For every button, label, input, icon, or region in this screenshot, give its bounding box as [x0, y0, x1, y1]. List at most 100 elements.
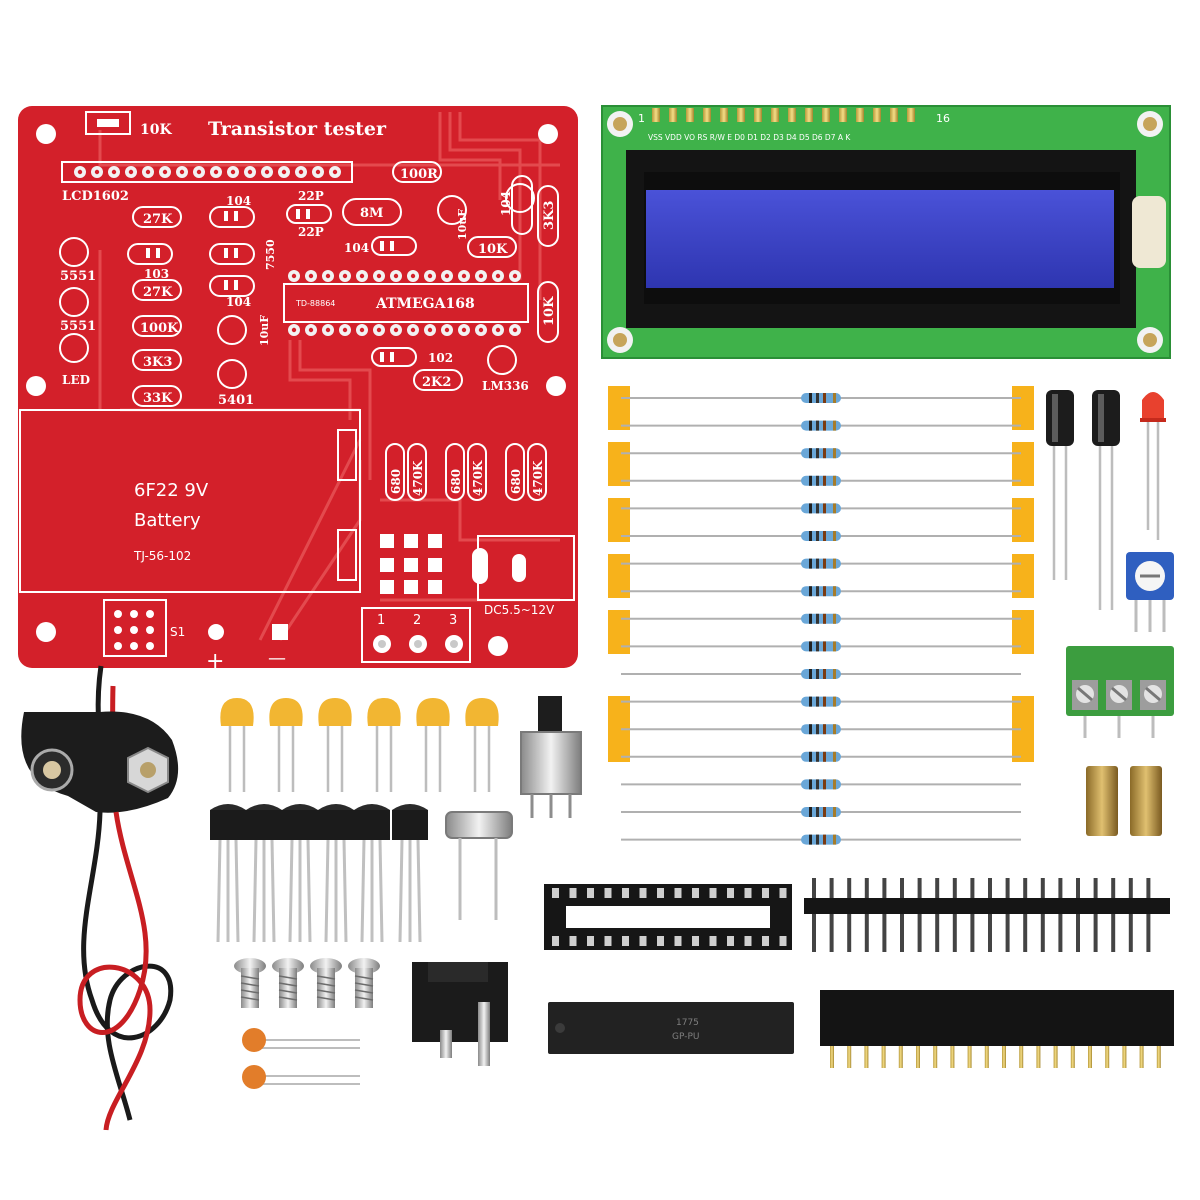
header-pin [1139, 1046, 1144, 1068]
resistor [620, 833, 1022, 846]
header-pin [952, 878, 957, 952]
transistor [352, 802, 392, 944]
header-pin [847, 878, 852, 952]
lcd-header-pin [703, 108, 711, 122]
ceramic-capacitor [268, 696, 304, 794]
header-pin [847, 1046, 852, 1068]
pcb-pad [305, 270, 317, 282]
pcb-pad [244, 166, 256, 178]
header-pin [1111, 878, 1116, 952]
screw-icon [233, 957, 267, 1009]
socket-contact [692, 888, 699, 898]
pcb-pad [441, 270, 453, 282]
pcb-pad [475, 270, 487, 282]
pcb-pad [305, 324, 317, 336]
pcb-pad [288, 270, 300, 282]
pcb-r680-b: 680 [449, 469, 463, 494]
lcd-pin-names: VSS VDD VO RS R/W E D0 D1 D2 D3 D4 D5 D6… [648, 133, 851, 142]
pcb-r680-c: 680 [509, 469, 523, 494]
crystal-8mhz [445, 811, 513, 920]
resistor [620, 392, 1022, 404]
pcb-r470k-a: 470K [411, 460, 425, 496]
pcb-pad [261, 166, 273, 178]
transistor [316, 802, 356, 944]
atmega168-chip: 1775 GP-PU [548, 1002, 794, 1054]
pcb-cap-10uf-a: 10uF [456, 209, 469, 240]
pcb-mcu-label: ATMEGA168 [375, 296, 475, 312]
pcb-cap-104-a: 104 [226, 194, 251, 208]
transistor [280, 802, 320, 944]
electrolytic-capacitor [1046, 390, 1074, 580]
dc-power-jack [412, 962, 508, 1066]
trimmer-potentiometer [1126, 552, 1174, 632]
header-pin [900, 878, 904, 952]
pcb-pad [210, 166, 222, 178]
screw-icon [233, 957, 381, 1009]
socket-contact [569, 888, 577, 898]
pcb-pad [356, 324, 368, 336]
lcd-header-pin [737, 108, 745, 122]
pcb-res-10k-b: 10K [542, 296, 557, 326]
pcb-ic-7550: 7550 [264, 239, 277, 270]
header-pin [984, 1046, 989, 1068]
pcb-led-label: LED [62, 373, 90, 387]
header-pin [970, 878, 975, 952]
brass-standoff [1086, 766, 1162, 836]
pcb-crystal: 8M [360, 206, 383, 221]
header-pin [1040, 878, 1045, 952]
resistor [620, 723, 1022, 736]
pcb-pad [295, 166, 307, 178]
resistor [620, 806, 1022, 818]
socket-contact [762, 888, 769, 898]
pcb-pad [322, 324, 334, 336]
socket-contact [587, 936, 594, 946]
pcb-pad [356, 270, 368, 282]
pcb-plus: + [206, 649, 224, 674]
resistor [620, 530, 1022, 542]
pcb-pad [74, 166, 86, 178]
socket-contact [674, 936, 682, 946]
pcb-battery-code: TJ-56-102 [133, 549, 191, 563]
socket-contact [587, 888, 594, 898]
resistor-strip [608, 386, 1034, 846]
lcd1602-module: 1 16 VSS VDD VO RS R/W E D0 D1 D2 D3 D4 … [601, 105, 1171, 359]
chip-marking-2: GP-PU [672, 1032, 699, 1042]
pcb-r470k-c: 470K [531, 460, 545, 496]
socket-contact [744, 888, 752, 898]
header-pin [916, 1046, 920, 1068]
header-pin [1076, 878, 1080, 952]
pcb-mcu-small: TD-88864 [295, 299, 335, 308]
pcb-switch: S1 [170, 625, 185, 639]
socket-contact [639, 888, 647, 898]
socket-contact [709, 936, 717, 946]
screw-icon [309, 957, 343, 1009]
small-ceramic-caps [242, 1028, 360, 1089]
header-pin [988, 878, 992, 952]
socket-contact [692, 936, 699, 946]
chip-marking-1: 1775 [676, 1018, 699, 1028]
pcb-res-33k: 33K [143, 391, 173, 406]
screw-icon [347, 957, 381, 1009]
pcb-pad [91, 166, 103, 178]
socket-contact [727, 936, 734, 946]
resistor [620, 557, 1022, 570]
pcb-pad [312, 166, 324, 178]
pcb-cap-104-d: 104 [499, 191, 513, 216]
ceramic-capacitor [366, 696, 402, 794]
pcb-pad [441, 324, 453, 336]
lcd-header-label: LCD1602 [62, 189, 129, 204]
lcd-pin-last: 16 [936, 112, 950, 125]
header-pin [1156, 1046, 1161, 1068]
header-pin [967, 1046, 972, 1068]
header-pin [1128, 878, 1133, 952]
pcb-res-3k3: 3K3 [143, 355, 172, 370]
lcd-header-pin [754, 108, 762, 122]
header-pin [830, 1046, 834, 1068]
electrolytic-capacitor [1092, 390, 1120, 610]
pcb-pad [492, 270, 504, 282]
pcb-pin-3: 3 [449, 613, 457, 628]
resistor [620, 668, 1022, 680]
socket-contact [727, 888, 734, 898]
pcb-pin-2: 2 [413, 613, 421, 628]
pcb-pad [108, 166, 120, 178]
